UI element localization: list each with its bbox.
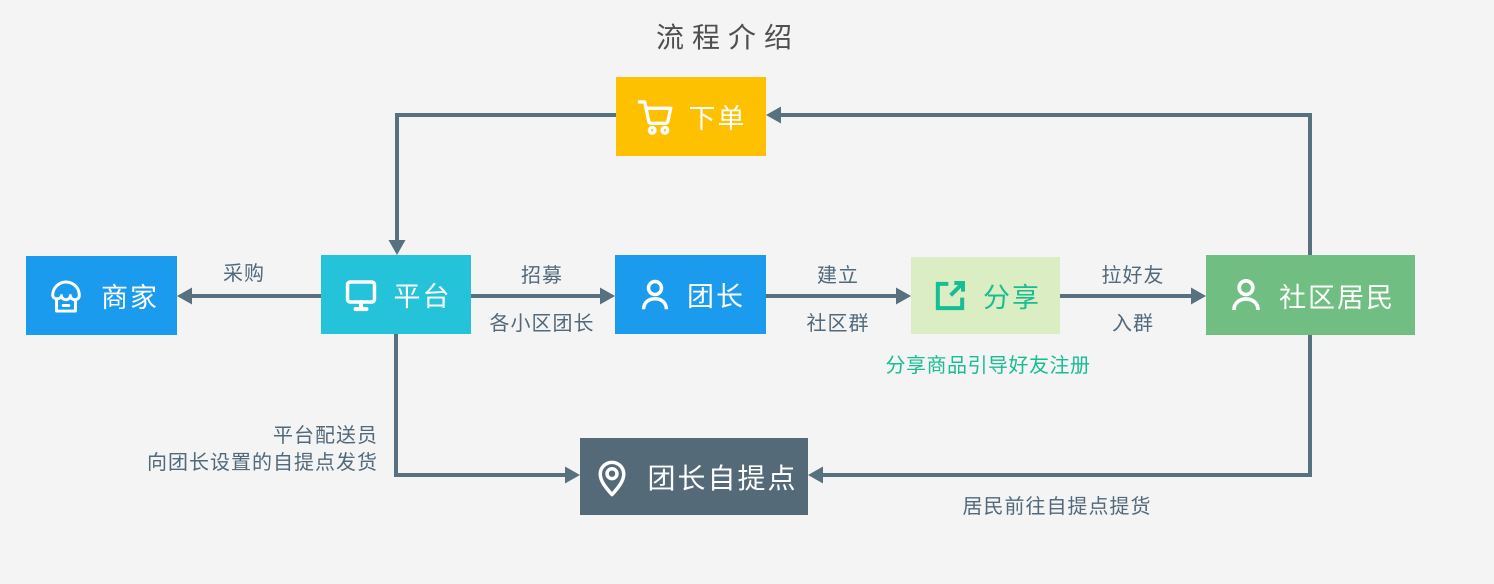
edge-label-recruit: 招募 [521, 265, 563, 287]
share-icon [935, 280, 965, 310]
node-community-residents: 社区居民 [1206, 255, 1415, 335]
edge-share-to-residents [1060, 287, 1206, 305]
location-pin-icon [599, 460, 626, 496]
user-icon [1232, 279, 1260, 311]
edge-order-to-platform [388, 113, 616, 255]
node-label: 社区居民 [1279, 282, 1395, 313]
edge-label-community-group: 社区群 [806, 313, 870, 335]
edge-platform-to-leader [471, 287, 615, 305]
edge-label-recruit-detail: 各小区团长 [489, 313, 595, 335]
edge-label-join-group: 入群 [1112, 313, 1154, 335]
node-merchant: 商家 [26, 256, 177, 335]
edge-residents-to-order [766, 106, 1312, 255]
edge-label-delivery-line2: 向团长设置的自提点发货 [147, 452, 378, 474]
node-platform: 平台 [321, 255, 471, 334]
edge-platform-to-merchant [177, 287, 321, 305]
node-place-order: 下单 [616, 77, 766, 156]
edge-residents-to-pickup [808, 335, 1312, 484]
node-share: 分享 [911, 257, 1060, 334]
node-label: 平台 [393, 282, 452, 312]
edge-label-establish: 建立 [817, 265, 859, 287]
node-label: 团长 [687, 282, 745, 312]
page-title: 流程介绍 [656, 22, 801, 53]
edge-label-invite-friends: 拉好友 [1101, 265, 1165, 287]
share-annotation: 分享商品引导好友注册 [885, 355, 1091, 377]
edge-label-residents-pickup: 居民前往自提点提货 [962, 496, 1152, 518]
edge-platform-to-pickup [394, 334, 580, 484]
user-icon [641, 279, 669, 309]
node-leader-pickup-point: 团长自提点 [580, 438, 808, 515]
shop-icon [51, 280, 81, 313]
node-label: 分享 [983, 283, 1041, 313]
edge-label-delivery-line1: 平台配送员 [273, 425, 378, 447]
node-label: 商家 [101, 283, 159, 313]
cart-icon [637, 99, 672, 135]
node-label: 团长自提点 [647, 462, 798, 494]
edge-label-purchase: 采购 [223, 263, 265, 285]
monitor-icon [345, 279, 376, 311]
node-label: 下单 [688, 104, 747, 134]
edge-label-delivery: 平台配送员 向团长设置的自提点发货 [147, 423, 378, 477]
node-group-leader: 团长 [615, 255, 766, 334]
edge-leader-to-share [766, 287, 911, 305]
